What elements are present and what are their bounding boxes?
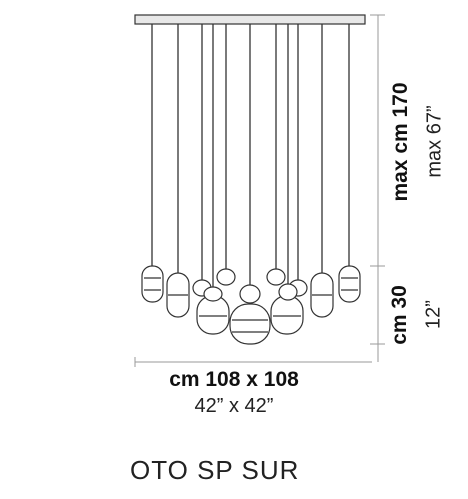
model-name: OTO SP SUR (130, 455, 300, 485)
max-height-metric-label: max cm 170 (389, 82, 412, 202)
width-metric-label: cm 108 x 108 (169, 368, 299, 391)
suspension-cables (151, 24, 350, 290)
pendant-1 (141, 265, 164, 303)
pendant-9 (278, 283, 298, 301)
pendant-5 (196, 295, 230, 335)
pendant-7 (270, 295, 304, 335)
pendant-4 (216, 268, 236, 286)
pendant-6 (266, 268, 286, 286)
max-height-imperial-label: max 67” (423, 105, 446, 178)
width-imperial-label: 42” x 42” (194, 395, 274, 417)
body-height-metric-label: cm 30 (388, 285, 411, 345)
body-height-imperial-label: 12” (422, 300, 445, 329)
glass-pendants (141, 265, 361, 345)
ceiling-canopy (134, 14, 366, 25)
width-dimension-line (134, 357, 372, 367)
pendant-12 (203, 286, 223, 302)
pendant-14 (229, 303, 271, 345)
height-dimension-lines (370, 14, 385, 362)
pendant-11 (338, 265, 361, 303)
pendant-13 (239, 284, 261, 304)
